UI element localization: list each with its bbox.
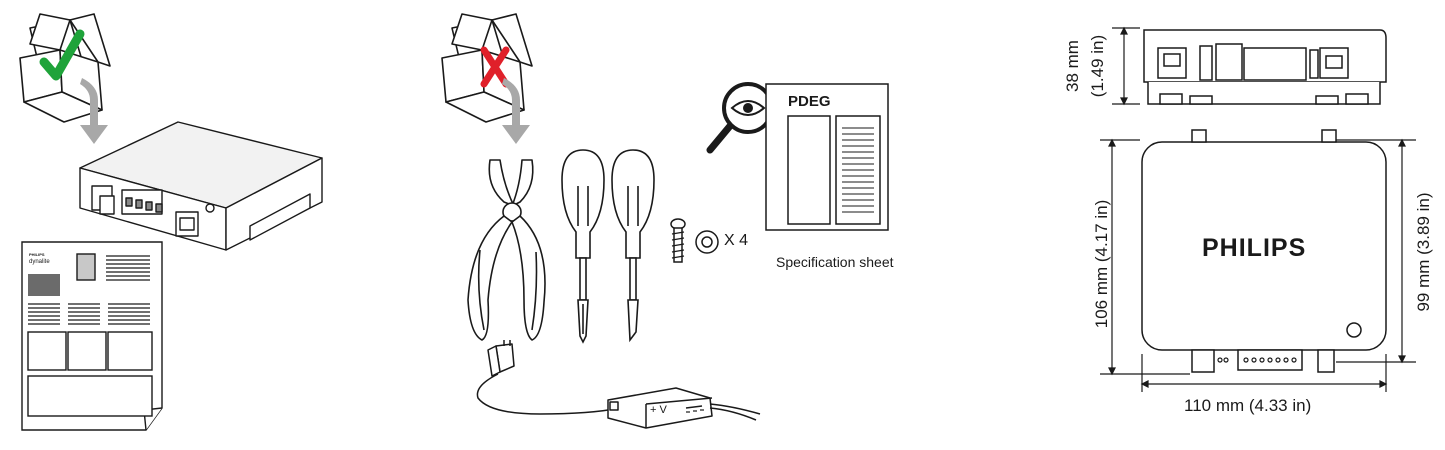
device-brand-logo: PHILIPS [1202,234,1307,262]
spec-sheet-title: PDEG [788,93,831,110]
insert-arrow-icon [502,78,530,144]
tools-illustration [441,13,889,429]
magnifier-eye-icon [706,82,774,154]
dimension-lines [1100,26,1416,392]
phillips-screwdriver-icon [561,149,605,344]
spec-sheet-illustration [765,83,889,231]
panel-box-contents: PHILIPS dynalite [0,0,360,450]
psu-voltage-label: + V [650,404,667,416]
dimension-drawing [1100,26,1416,392]
power-supply-icon [476,340,761,429]
datasheet-product-text: dynalite [29,259,50,265]
checkmark-icon [39,29,85,81]
width-dimension-label: 110 mm (4.33 in) [1184,396,1312,415]
spec-sheet-caption: Specification sheet [776,254,894,270]
device-3d-illustration [79,121,323,251]
flat-screwdriver-icon [611,149,655,343]
box-contents-illustration [19,13,323,431]
panel-tools: X 4 + V PDEG Specification sheet [420,0,940,450]
device-side-view [1143,29,1387,105]
screw-icon [670,218,686,263]
device-top-view [1141,129,1387,373]
pliers-icon [467,159,546,341]
panel-dimensions: PHILIPS 38 mm (1.49 in) 106 mm (4.17 in)… [1040,0,1445,450]
washer-icon [695,230,719,254]
depth-right-dimension-label: 99 mm (3.89 in) [1414,192,1433,312]
height-dimension-label-line2: (1.49 in) [1088,34,1107,98]
screw-count-label: X 4 [724,232,749,249]
open-box-icon [19,13,111,123]
cross-icon [480,46,510,88]
depth-left-dimension-label: 106 mm (4.17 in) [1092,199,1111,329]
status-led [1346,322,1362,338]
height-dimension-label-line1: 38 mm [1063,40,1082,92]
datasheet-brand-text: PHILIPS [29,252,45,257]
insert-arrow-icon [80,78,108,144]
datasheet-page-illustration [21,241,163,431]
